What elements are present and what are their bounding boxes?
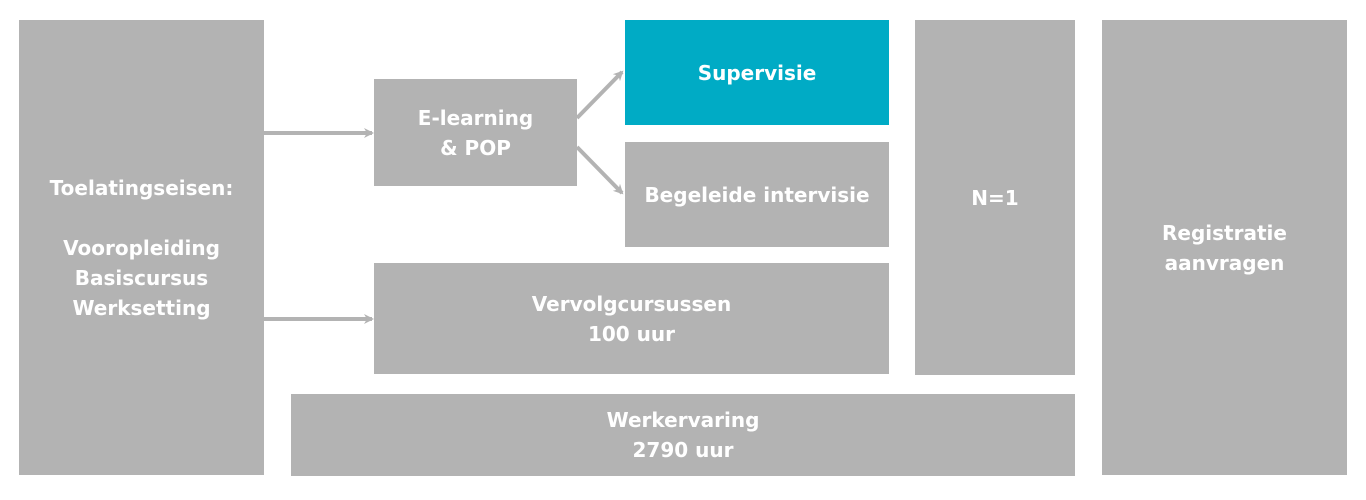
box-elearning-pop: E-learning & POP: [374, 79, 577, 186]
box-begeleide-intervisie: Begeleide intervisie: [625, 142, 889, 247]
werkervaring-line: Werkervaring: [606, 408, 760, 432]
intervisie-label: Begeleide intervisie: [644, 182, 870, 207]
box-toelatingseisen: Toelatingseisen: Vooropleiding Basiscurs…: [19, 20, 264, 475]
werkervaring-line: 2790 uur: [632, 438, 734, 462]
vervolg-line: 100 uur: [587, 321, 676, 346]
toelating-title: Toelatingseisen:: [49, 175, 234, 200]
toelating-line: Basiscursus: [74, 265, 209, 290]
box-supervisie: Supervisie: [625, 20, 889, 125]
supervisie-label: Supervisie: [697, 60, 817, 85]
elearning-line: E-learning: [417, 105, 534, 130]
registratie-line: Registratie: [1162, 220, 1287, 245]
elearning-line: & POP: [440, 135, 511, 160]
registratie-line: aanvragen: [1164, 250, 1285, 275]
toelating-line: Vooropleiding: [63, 235, 220, 260]
box-vervolgcursussen: Vervolgcursussen 100 uur: [374, 263, 889, 374]
n1-label: N=1: [971, 185, 1019, 210]
box-registratie-aanvragen: Registratie aanvragen: [1102, 20, 1347, 475]
arrow-elearning-to-intervisie: [575, 145, 624, 195]
box-n1: N=1: [915, 20, 1075, 375]
arrow-elearning-to-supervisie: [575, 70, 624, 120]
vervolg-line: Vervolgcursussen: [531, 291, 732, 316]
toelating-line: Werksetting: [72, 295, 211, 320]
box-werkervaring: Werkervaring 2790 uur: [291, 394, 1075, 476]
